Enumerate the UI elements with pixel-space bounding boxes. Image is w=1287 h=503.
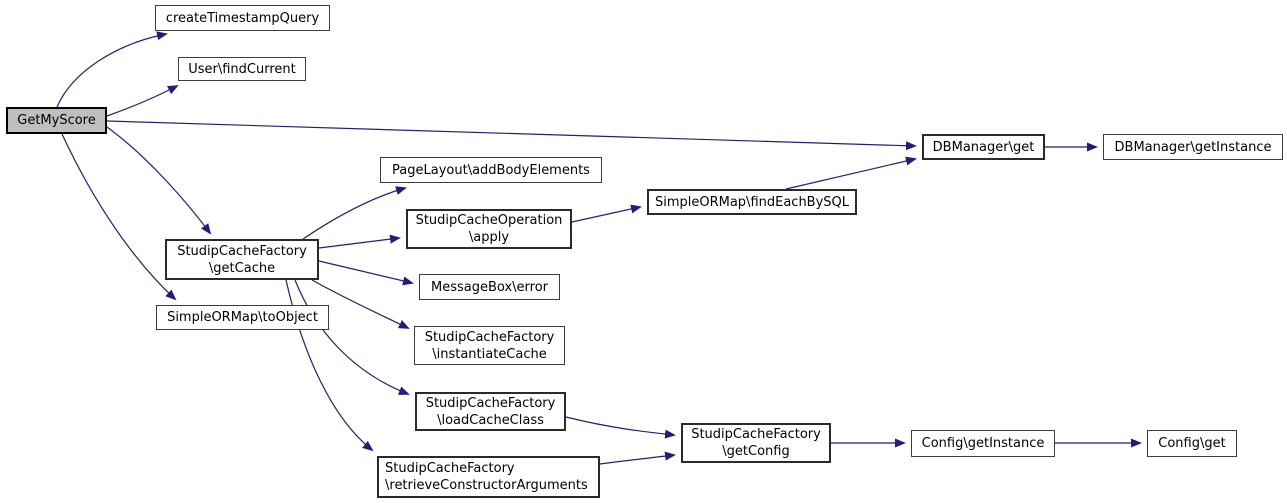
node-create-timestamp-query[interactable]: createTimestampQuery <box>155 5 330 31</box>
node-user-find-current[interactable]: User\findCurrent <box>178 57 306 81</box>
edge-getcache-to-instantiatecache <box>311 279 410 329</box>
edge-getmyscore-to-getcache <box>106 126 212 235</box>
node-studip-cache-factory-get-cache[interactable]: StudipCacheFactory \getCache <box>165 239 319 280</box>
node-simple-or-map-find-each-by-sql[interactable]: SimpleORMap\findEachBySQL <box>647 189 857 215</box>
node-db-manager-get[interactable]: DBManager\get <box>922 134 1045 160</box>
node-studip-cache-factory-retrieve-constructor-arguments[interactable]: StudipCacheFactory \retrieveConstructorA… <box>377 456 600 498</box>
edge-apply-to-findeachbysql <box>571 204 642 223</box>
edge-getmyscore-to-userfindcurrent <box>106 85 179 117</box>
edge-getcache-to-addbodyelements <box>302 186 407 240</box>
edge-getmyscore-to-dbmanagerget <box>106 120 917 151</box>
edge-getmyscore-to-toobject <box>61 133 177 301</box>
node-config-get-instance[interactable]: Config\getInstance <box>911 430 1055 457</box>
node-studip-cache-factory-instantiate-cache[interactable]: StudipCacheFactory \instantiateCache <box>414 326 565 365</box>
node-simple-or-map-to-object[interactable]: SimpleORMap\toObject <box>156 305 329 330</box>
node-studip-cache-factory-load-cache-class[interactable]: StudipCacheFactory \loadCacheClass <box>415 392 566 431</box>
node-db-manager-get-instance[interactable]: DBManager\getInstance <box>1103 134 1283 160</box>
edge-getmyscore-to-createtimestampquery <box>56 31 168 108</box>
node-config-get[interactable]: Config\get <box>1147 430 1237 457</box>
node-get-my-score: GetMyScore <box>6 107 107 134</box>
edge-getcache-to-apply <box>318 234 401 249</box>
node-studip-cache-factory-get-config[interactable]: StudipCacheFactory \getConfig <box>681 423 831 463</box>
edge-retrieveconstructorarguments-to-getconfig <box>599 451 676 465</box>
edge-loadcacheclass-to-getconfig <box>565 416 676 439</box>
node-message-box-error[interactable]: MessageBox\error <box>419 274 560 300</box>
edge-getcache-to-loadcacheclass <box>294 279 410 395</box>
node-page-layout-add-body-elements[interactable]: PageLayout\addBodyElements <box>380 157 602 183</box>
edge-getcache-to-messageboxerror <box>318 260 414 286</box>
edge-findeachbysql-to-dbmanagerget <box>785 156 917 190</box>
node-studip-cache-operation-apply[interactable]: StudipCacheOperation \apply <box>406 209 572 249</box>
